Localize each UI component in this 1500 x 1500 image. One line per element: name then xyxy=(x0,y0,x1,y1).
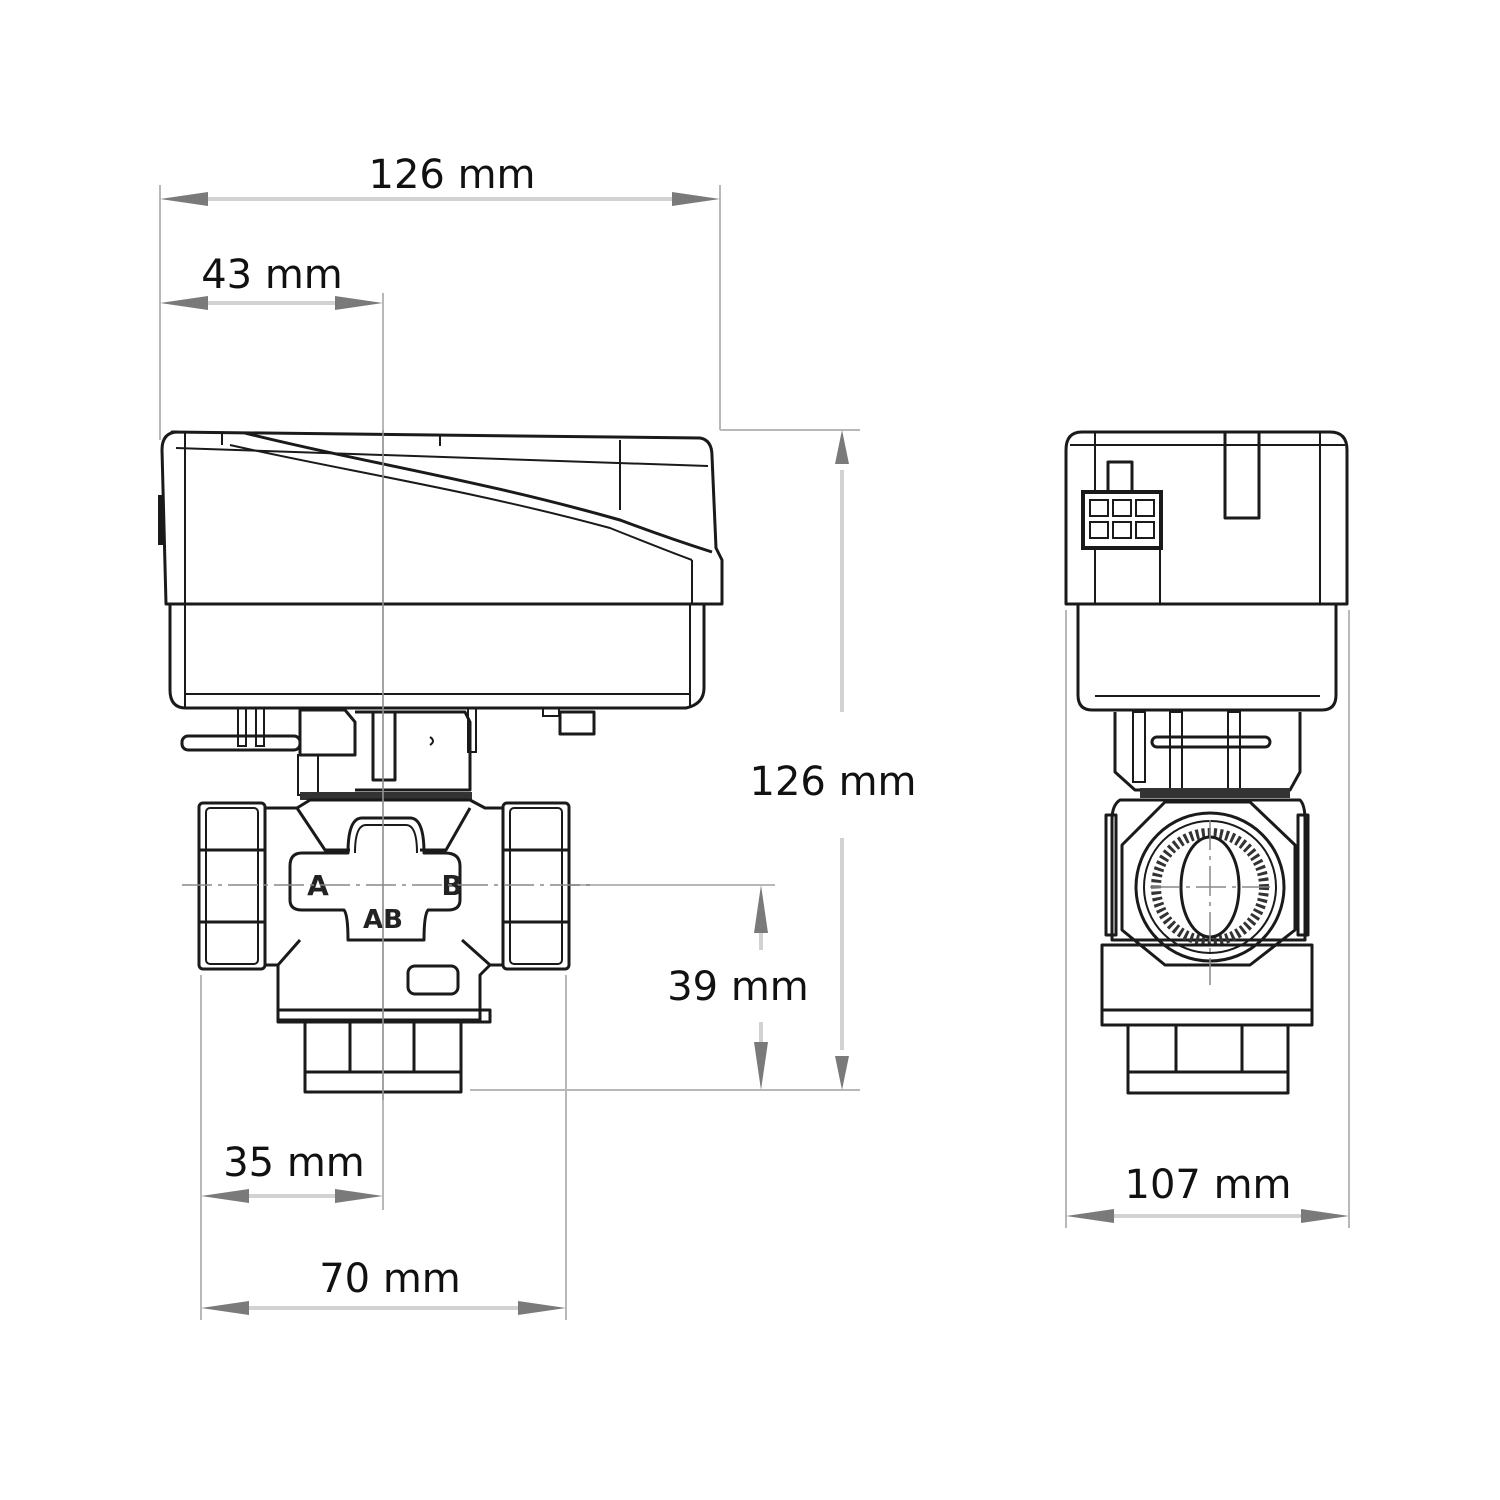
arrow-left-icon xyxy=(160,192,208,206)
dimension-overall-height: 126 mm xyxy=(750,430,917,1090)
dimension-actuator-offset: 43 mm xyxy=(160,252,383,310)
port-label-a: A xyxy=(307,869,329,902)
dim-label-side-depth: 107 mm xyxy=(1125,1162,1292,1208)
side-view-valve-body xyxy=(1100,711,1314,1095)
dim-label-body-length: 70 mm xyxy=(319,1256,461,1302)
front-view-linkage xyxy=(180,707,596,800)
dim-label-overall-height: 126 mm xyxy=(750,759,917,805)
dim-label-actuator-offset: 43 mm xyxy=(201,252,343,298)
side-view-actuator xyxy=(1064,430,1349,712)
dim-label-port-axis-height: 39 mm xyxy=(667,964,809,1010)
connector-pins-icon xyxy=(1089,499,1155,539)
dimension-port-axis-height: 39 mm xyxy=(667,885,809,1090)
dim-label-overall-width: 126 mm xyxy=(369,152,536,198)
dimension-overall-width: 126 mm xyxy=(160,152,720,206)
front-view-valve-body: A B AB xyxy=(197,798,571,1094)
arrow-right-icon xyxy=(672,192,720,206)
dim-label-half-body: 35 mm xyxy=(223,1140,365,1186)
front-view-actuator xyxy=(158,430,724,710)
dimension-half-body: 35 mm xyxy=(201,1140,383,1203)
dimension-side-depth: 107 mm xyxy=(1066,1162,1349,1223)
dimension-body-length: 70 mm xyxy=(201,1256,566,1315)
